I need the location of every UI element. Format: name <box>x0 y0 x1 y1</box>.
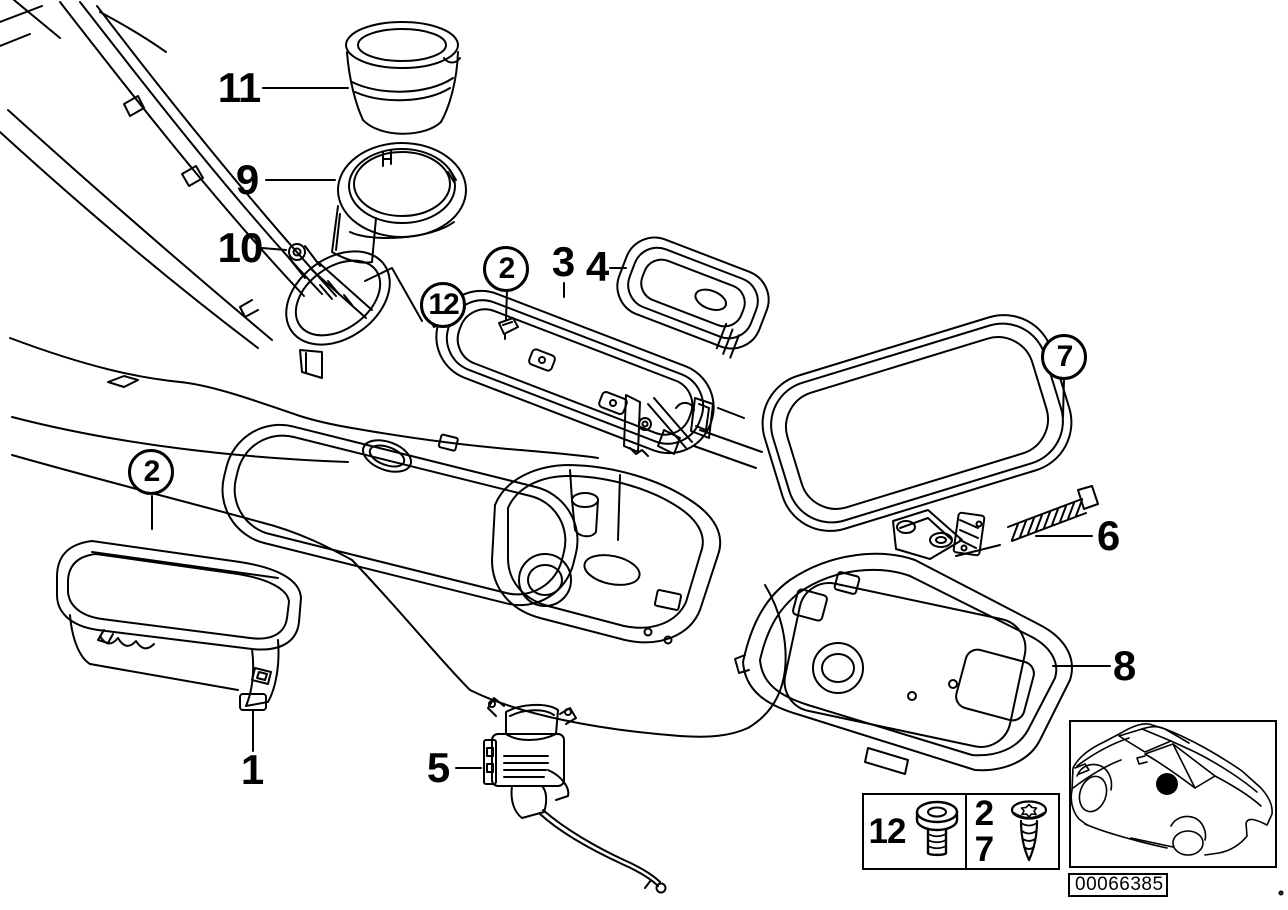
latch-actuator-drawing <box>483 697 667 894</box>
callout-6[interactable]: 6 <box>1096 512 1120 559</box>
storage-box-insert-drawing <box>616 236 770 359</box>
legend-ref-12: 12 <box>868 811 907 851</box>
car-outline-icon <box>1070 723 1273 856</box>
cup-holder-ring-drawing <box>331 142 467 264</box>
callout-11[interactable]: 11 <box>217 64 261 111</box>
legend-ref-7: 7 <box>974 829 994 869</box>
centre-console-base-drawing <box>9 337 787 738</box>
callout-8[interactable]: 8 <box>1112 642 1136 689</box>
callout-3[interactable]: 3 <box>551 238 575 285</box>
callout-5[interactable]: 5 <box>426 744 450 791</box>
callout-7-circled[interactable]: 7 <box>1041 334 1087 380</box>
roller-cover-tray-drawing <box>427 289 715 455</box>
callout-leader-lines <box>151 87 1111 769</box>
legend-cell-tapping-screw: 2 7 <box>967 795 1058 868</box>
callout-4[interactable]: 4 <box>585 243 609 290</box>
fastener-legend: 12 2 7 <box>862 793 1060 870</box>
armrest-hinge-drawing <box>892 485 1099 560</box>
callout-1[interactable]: 1 <box>240 746 264 793</box>
hinged-bracket-drawing <box>285 243 391 379</box>
armrest-lid-drawing <box>761 314 1073 532</box>
socket-head-screw-icon <box>916 800 959 856</box>
cup-holder-insert-drawing <box>345 21 461 135</box>
tray-lock-mechanism-drawing <box>623 394 714 457</box>
side-trim-strip-drawing <box>0 0 337 349</box>
stray-dot <box>1278 890 1284 896</box>
car-location-inset <box>1069 720 1277 868</box>
callout-2-left-circled[interactable]: 2 <box>128 449 174 495</box>
mounting-clip-drawing <box>498 317 519 340</box>
legend-ref-2: 2 <box>974 794 994 834</box>
callout-2-upper-circled[interactable]: 2 <box>483 246 529 292</box>
self-tapping-screw-icon <box>1011 799 1048 861</box>
callout-10[interactable]: 10 <box>217 224 264 271</box>
legend-cell-socket-screw: 12 <box>864 795 967 868</box>
image-number: 00066385 <box>1075 874 1164 895</box>
console-location-dot <box>1156 773 1178 795</box>
callout-12-circled[interactable]: 12 <box>420 282 466 328</box>
image-number-box: 00066385 <box>1068 873 1168 897</box>
front-tray-drawing <box>56 540 302 711</box>
callout-9[interactable]: 9 <box>235 156 259 203</box>
armrest-lower-tray-drawing <box>734 552 1073 775</box>
